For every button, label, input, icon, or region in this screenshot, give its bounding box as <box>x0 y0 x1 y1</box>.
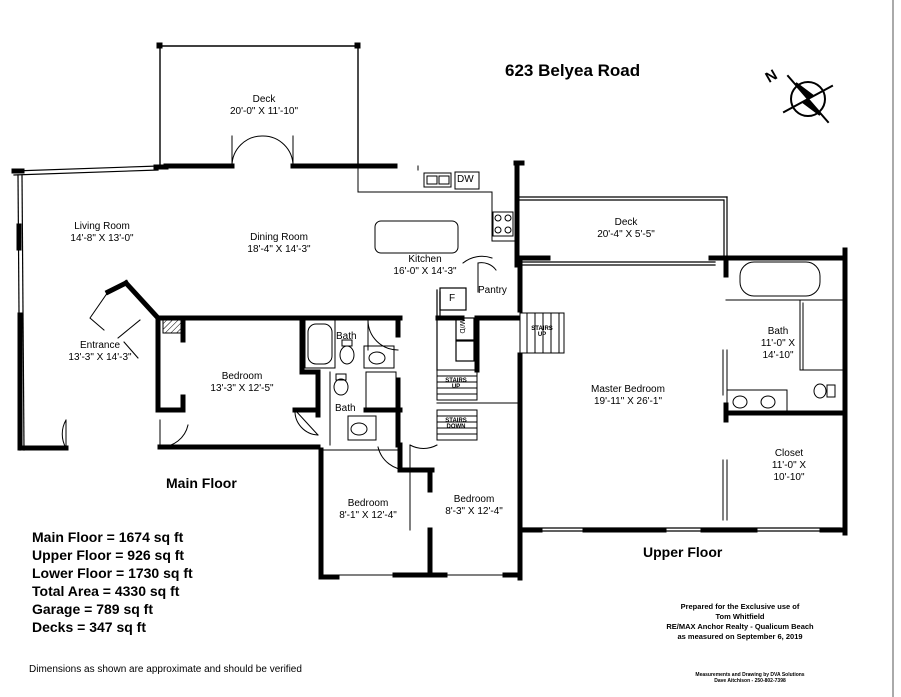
room-name: Master Bedroom <box>591 384 665 395</box>
compass-rose <box>782 74 834 124</box>
kitchen-counter <box>357 165 516 254</box>
stairs-up-upper-label: STAIRS UP <box>531 326 553 338</box>
room-dining: Dining Room 18'-4" X 14'-3" <box>235 232 323 256</box>
room-dims: 13'-3" X 12'-5" <box>210 383 274 394</box>
room-dims: 16'-0" X 14'-3" <box>393 266 457 277</box>
room-kitchen: Kitchen 16'-0" X 14'-3" <box>385 254 465 278</box>
room-dims: 14'-8" X 13'-0" <box>70 233 134 244</box>
room-bath-2: Bath <box>335 403 356 414</box>
room-dims: 13'-3" X 14'-3" <box>68 352 132 363</box>
room-name: Bedroom <box>453 494 495 505</box>
room-dims-line2: 14'-10" <box>762 350 794 361</box>
room-dims: 20'-0" X 11'-10" <box>230 106 298 117</box>
room-name: Bedroom <box>221 371 263 382</box>
room-dims-line2: 10'-10" <box>773 472 805 483</box>
stairs-down-label: STAIRS DOWN <box>445 418 467 430</box>
room-name: Bedroom <box>347 498 389 509</box>
washer-dryer-label: W/D <box>458 320 465 334</box>
room-living: Living Room 14'-8" X 13'-0" <box>62 221 142 245</box>
room-bath-1: Bath <box>336 331 357 342</box>
main-floor-label: Main Floor <box>166 475 237 491</box>
area-summary-line: Total Area = 4330 sq ft <box>32 583 180 599</box>
dimensions-disclaimer: Dimensions as shown are approximate and … <box>29 664 302 675</box>
room-name: Deck <box>252 94 276 105</box>
room-dims: 8'-1" X 12'-4" <box>339 510 397 521</box>
area-summary-line: Lower Floor = 1730 sq ft <box>32 565 193 581</box>
room-name: Living Room <box>74 221 130 232</box>
area-summary-line: Main Floor = 1674 sq ft <box>32 529 184 545</box>
room-pantry: Pantry <box>478 285 507 296</box>
room-dims: 18'-4" X 14'-3" <box>247 244 311 255</box>
drawing-credit-line: Dave Aitchison - 250-802-7398 <box>714 678 786 684</box>
room-deck-upper: Deck 20'-4" X 5'-5" <box>586 217 666 241</box>
room-bedroom-a: Bedroom 8'-1" X 12'-4" <box>334 498 402 522</box>
room-name: Closet <box>774 448 804 459</box>
room-bath-ensuite: Bath 11'-0" X 14'-10" <box>756 326 800 362</box>
area-summary-line: Upper Floor = 926 sq ft <box>32 547 185 563</box>
area-summary: Main Floor = 1674 sq ft Upper Floor = 92… <box>32 528 193 636</box>
dishwasher-label: DW <box>457 174 474 185</box>
deck-french-doors <box>231 135 294 167</box>
room-bedroom-b: Bedroom 8'-3" X 12'-4" <box>440 494 508 518</box>
property-address-title: 623 Belyea Road <box>505 61 641 80</box>
room-name: Dining Room <box>250 232 308 243</box>
upper-floor-label: Upper Floor <box>643 544 723 560</box>
credit-line: RE/MAX Anchor Realty - Qualicum Beach <box>666 622 814 631</box>
upper-walls <box>517 247 848 536</box>
area-summary-line: Garage = 789 sq ft <box>32 601 154 617</box>
room-entrance: Entrance 13'-3" X 14'-3" <box>60 340 140 364</box>
room-name: Bath <box>767 326 789 337</box>
wall-segments <box>11 160 525 473</box>
room-name: Kitchen <box>408 254 442 265</box>
room-dims: 8'-3" X 12'-4" <box>445 506 503 517</box>
area-summary-line: Decks = 347 sq ft <box>32 619 147 635</box>
stairs-up-main-label: STAIRS UP <box>445 378 467 390</box>
room-bedroom-main: Bedroom 13'-3" X 12'-5" <box>200 371 284 395</box>
drawing-credit-line: Measurements and Drawing by DVA Solution… <box>695 672 805 678</box>
credit-line: Prepared for the Exclusive use of <box>680 602 800 611</box>
drawing-credit: Measurements and Drawing by DVA Solution… <box>690 672 810 684</box>
room-dims-line1: 11'-0" X <box>760 338 796 349</box>
room-dims-line1: 11'-0" X <box>771 460 807 471</box>
fridge-label: F <box>449 293 456 304</box>
living-room-window-wall <box>13 165 159 451</box>
room-master-bedroom: Master Bedroom 19'-11" X 26'-1" <box>578 384 678 408</box>
room-closet: Closet 11'-0" X 10'-10" <box>763 448 815 484</box>
credit-line: as measured on September 6, 2019 <box>677 632 803 641</box>
room-name: Entrance <box>79 340 121 351</box>
room-dims: 19'-11" X 26'-1" <box>594 396 662 407</box>
credit-line: Tom Whitfield <box>715 612 765 621</box>
deck-outline <box>159 45 359 167</box>
room-deck-main: Deck 20'-0" X 11'-10" <box>222 94 306 118</box>
room-name: Deck <box>614 217 638 228</box>
room-dims: 20'-4" X 5'-5" <box>597 229 655 240</box>
prepared-for-credit: Prepared for the Exclusive use of Tom Wh… <box>640 602 840 642</box>
